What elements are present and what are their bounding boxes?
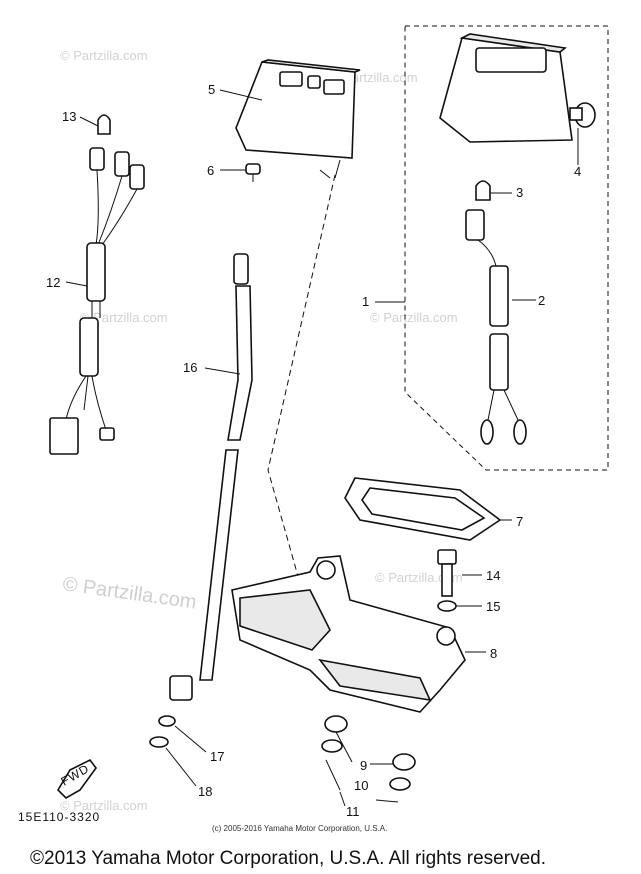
clip-part	[158, 715, 176, 727]
meter-bracket-part	[231, 555, 466, 713]
callout-14: 14	[486, 568, 500, 583]
watermark: © Partzilla.com	[61, 573, 198, 614]
callout-1: 1	[362, 294, 369, 309]
o-ring-part	[149, 736, 169, 748]
watermark: © Partzilla.com	[370, 310, 458, 325]
callout-12: 12	[46, 275, 60, 290]
callout-10: 10	[354, 778, 368, 793]
callout-18: 18	[198, 784, 212, 799]
callout-8: 8	[490, 646, 497, 661]
callout-15: 15	[486, 599, 500, 614]
socket-cord-part	[465, 209, 527, 445]
copyright-footer: ©2013 Yamaha Motor Corporation, U.S.A. A…	[30, 848, 546, 869]
bolt-part	[437, 549, 457, 597]
callout-9: 9	[360, 758, 367, 773]
callout-13: 13	[62, 109, 76, 124]
grommet-part	[321, 715, 416, 803]
damper-part	[344, 477, 502, 541]
watermark: © Partzilla.com	[60, 48, 148, 63]
meter-cable-part	[169, 253, 253, 701]
watermark: © Partzilla.com	[80, 310, 168, 325]
bulb-part	[97, 114, 111, 135]
meter-assembly-part	[439, 33, 596, 143]
callout-11: 11	[346, 804, 360, 819]
lamp-harness-part	[49, 147, 145, 455]
watermark: © Partzilla.com	[60, 798, 148, 813]
callout-16: 16	[183, 360, 197, 375]
callout-labels: 1 2 3 4 5 6 7 8 9 10 11 12 13 14 15 16 1…	[46, 82, 581, 819]
indicator-bulb-part	[475, 180, 491, 201]
copyright-small: (c) 2005-2016 Yamaha Motor Corporation, …	[212, 824, 387, 833]
callout-17: 17	[210, 749, 224, 764]
leader-lines	[65, 89, 579, 807]
diagram-code: 15E110-3320	[18, 810, 100, 824]
washer-part	[437, 600, 457, 612]
callout-4: 4	[574, 164, 581, 179]
forward-arrow-icon: FWD	[56, 758, 97, 799]
watermark: © Partzilla.com	[375, 570, 463, 585]
callout-5: 5	[208, 82, 215, 97]
callout-3: 3	[516, 185, 523, 200]
callout-7: 7	[516, 514, 523, 529]
callout-2: 2	[538, 293, 545, 308]
callout-6: 6	[207, 163, 214, 178]
screw-part	[245, 163, 261, 182]
speedometer-meter-part	[235, 59, 361, 179]
